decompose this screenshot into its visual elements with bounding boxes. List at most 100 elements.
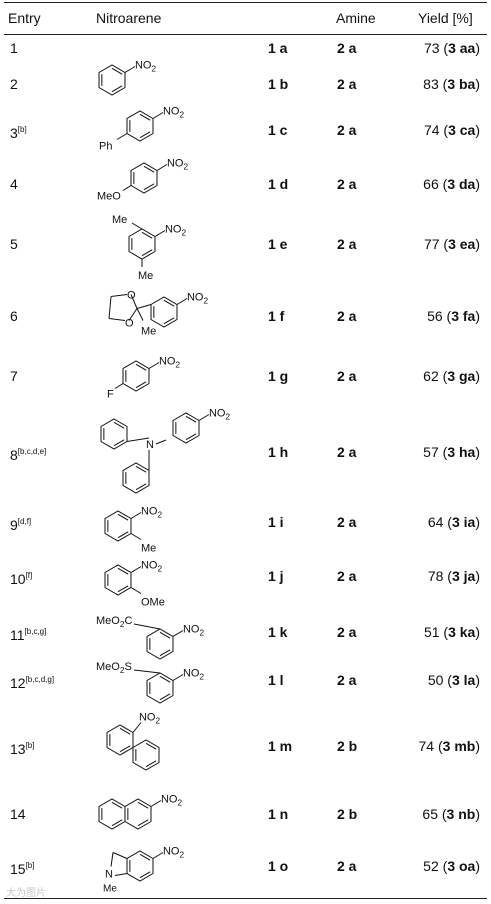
yield-cell: 51 (3 ka) (360, 624, 480, 640)
atom-label: NO2 (139, 712, 161, 726)
atom-label: MeO2C (96, 615, 132, 629)
yield-value: 57 (423, 444, 439, 460)
amine-id: 2 a (337, 624, 357, 640)
paren-open: ( (438, 176, 448, 192)
yield-cell: 66 (3 da) (360, 176, 480, 192)
bond (130, 512, 142, 519)
nitroarene-id: 1 k (268, 624, 288, 640)
entry-number: 11 (10, 627, 25, 643)
paren-close: ) (475, 624, 480, 640)
atom-label: NO2 (163, 106, 185, 120)
paren-open: ( (439, 40, 449, 56)
benzene-ring (146, 672, 174, 704)
structure-1m-svg: NO2 (106, 712, 161, 771)
double-bond (117, 531, 129, 539)
paren-close: ) (475, 122, 480, 138)
yield-cell: 52 (3 oa) (360, 858, 480, 874)
nitroarene-id: 1 n (268, 806, 289, 822)
atom-label: NO2 (187, 292, 209, 306)
paren-close: ) (475, 76, 480, 92)
entry-cell: 7 (10, 368, 18, 384)
atom-label: OMe (141, 597, 165, 609)
yield-cell: 78 (3 ja) (360, 568, 480, 584)
table-bottom-rule (4, 898, 487, 899)
paren-close: ) (475, 738, 480, 754)
bond (133, 669, 161, 674)
atom-label: NO2 (141, 506, 163, 520)
structure-nitrobenzene-svg: NO2 (98, 60, 156, 96)
paren-open: ( (438, 444, 448, 460)
entry-cell: 1 (10, 40, 18, 56)
bond (124, 66, 136, 73)
double-bond (185, 433, 197, 441)
atom-label: NO2 (167, 158, 189, 172)
yield-cell: 56 (3 fa) (360, 308, 480, 324)
entry-number: 13 (10, 741, 26, 757)
amine-id: 2 b (337, 806, 358, 822)
amine-id: 2 a (337, 40, 357, 56)
bond (156, 164, 168, 171)
atom-label: NO2 (183, 624, 205, 638)
double-bond (143, 165, 155, 173)
atom-label: Me (112, 214, 127, 226)
entry-cell: 4 (10, 176, 18, 192)
yield-cell: 50 (3 la) (360, 672, 480, 688)
yield-value: 64 (427, 514, 444, 530)
footnote-mark: [d,f] (17, 517, 32, 526)
amine-id: 2 a (337, 176, 357, 192)
paren-open: ( (443, 568, 452, 584)
double-bond (135, 483, 147, 491)
paren-close: ) (475, 444, 480, 460)
yield-cell: 83 (3 ba) (360, 76, 480, 92)
nitroarene-id: 1 f (268, 308, 285, 324)
bond (172, 674, 184, 681)
bond (152, 852, 164, 859)
yield-value: 77 (423, 236, 440, 252)
bond (148, 362, 160, 369)
bond (198, 414, 210, 421)
product-id: 3 ja (451, 568, 476, 584)
paren-close: ) (475, 368, 480, 384)
atom-label: NO2 (165, 224, 187, 238)
bond (108, 296, 112, 319)
yield-value: 66 (423, 176, 439, 192)
benzene-ring (146, 628, 174, 660)
benzene-ring (172, 412, 200, 444)
benzene-ring (98, 64, 126, 96)
header-nitroarene: Nitroarene (96, 10, 162, 26)
yield-cell: 77 (3 ea) (360, 236, 480, 252)
entry-cell: 10[f] (10, 568, 32, 587)
bond (136, 308, 144, 321)
bond (130, 294, 138, 309)
entry-cell: 5 (10, 236, 18, 252)
double-bond (117, 585, 129, 593)
benzene-ring (150, 296, 178, 328)
footnote-mark: [b] (17, 125, 27, 134)
benzene-ring (132, 739, 160, 771)
yield-value: 74 (423, 122, 440, 138)
nitroarene-id: 1 d (268, 176, 289, 192)
footnote-mark: [b,c,g] (24, 627, 47, 636)
paren-open: ( (443, 672, 452, 688)
double-bond (119, 745, 131, 753)
product-id: 3 ia (451, 514, 476, 530)
amine-id: 2 a (337, 122, 357, 138)
product-id: 3 ba (447, 76, 476, 92)
benzene-ring (126, 850, 154, 882)
double-bond (111, 801, 123, 809)
double-bond (143, 183, 155, 191)
double-bond (139, 113, 151, 121)
footnote-mark: [b] (25, 741, 35, 750)
bond (150, 800, 162, 807)
entry-cell: 3[b] (10, 122, 27, 141)
structure-1k: MeO2C NO2 (92, 610, 232, 675)
double-bond (163, 299, 175, 307)
nitroarene-id: 1 o (268, 858, 289, 874)
bond (110, 852, 114, 867)
